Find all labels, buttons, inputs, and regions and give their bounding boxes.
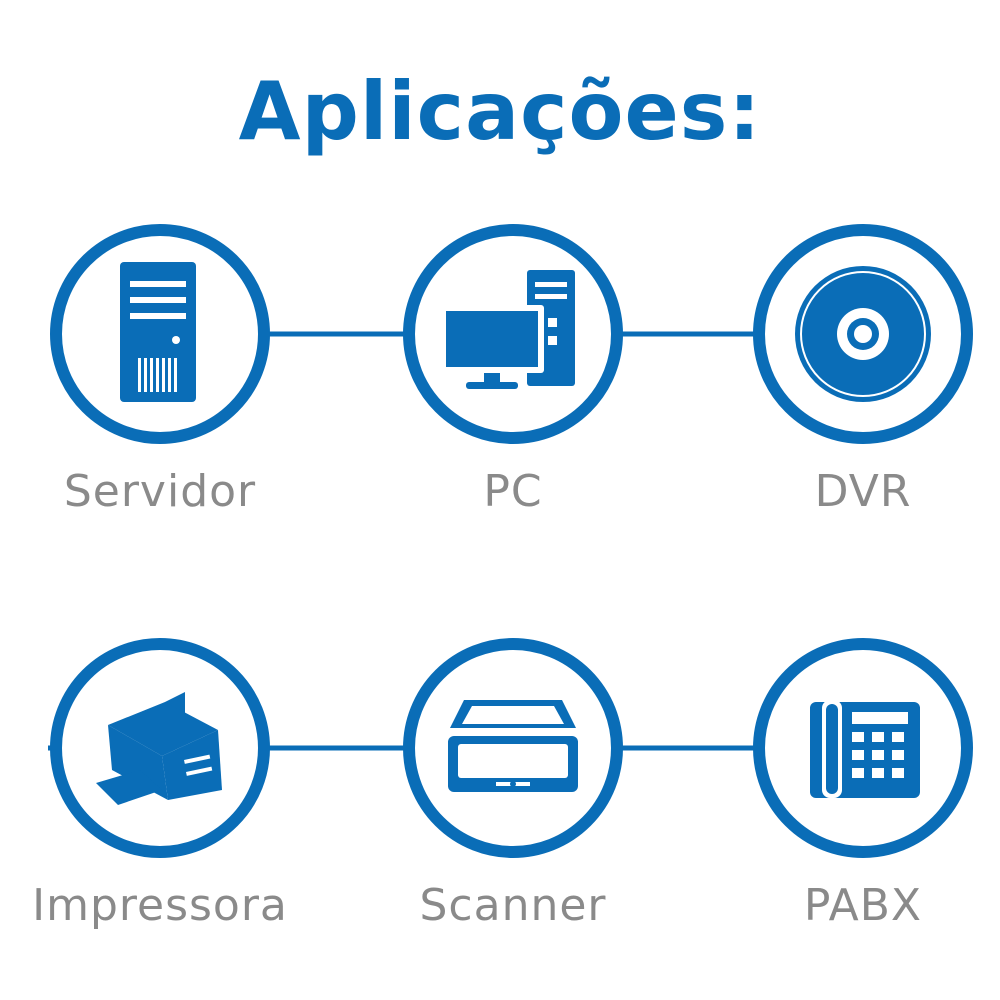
disc-icon bbox=[795, 266, 931, 402]
label-scanner: Scanner bbox=[419, 880, 607, 931]
node-servidor bbox=[50, 224, 270, 444]
phone-icon bbox=[810, 700, 920, 798]
label-pabx: PABX bbox=[803, 880, 923, 931]
node-pc bbox=[403, 224, 623, 444]
server-icon bbox=[120, 262, 196, 402]
label-servidor: Servidor bbox=[63, 466, 257, 517]
scanner-icon bbox=[448, 700, 578, 792]
printer-icon bbox=[96, 692, 222, 805]
label-impressora: Impressora bbox=[32, 880, 288, 931]
label-pc: PC bbox=[483, 466, 543, 517]
node-impressora bbox=[50, 638, 270, 858]
page-title: Aplicações: bbox=[238, 65, 762, 158]
node-dvr bbox=[753, 224, 973, 444]
pc-icon bbox=[440, 270, 575, 389]
label-dvr: DVR bbox=[814, 466, 912, 517]
node-pabx bbox=[753, 638, 973, 858]
node-scanner bbox=[403, 638, 623, 858]
